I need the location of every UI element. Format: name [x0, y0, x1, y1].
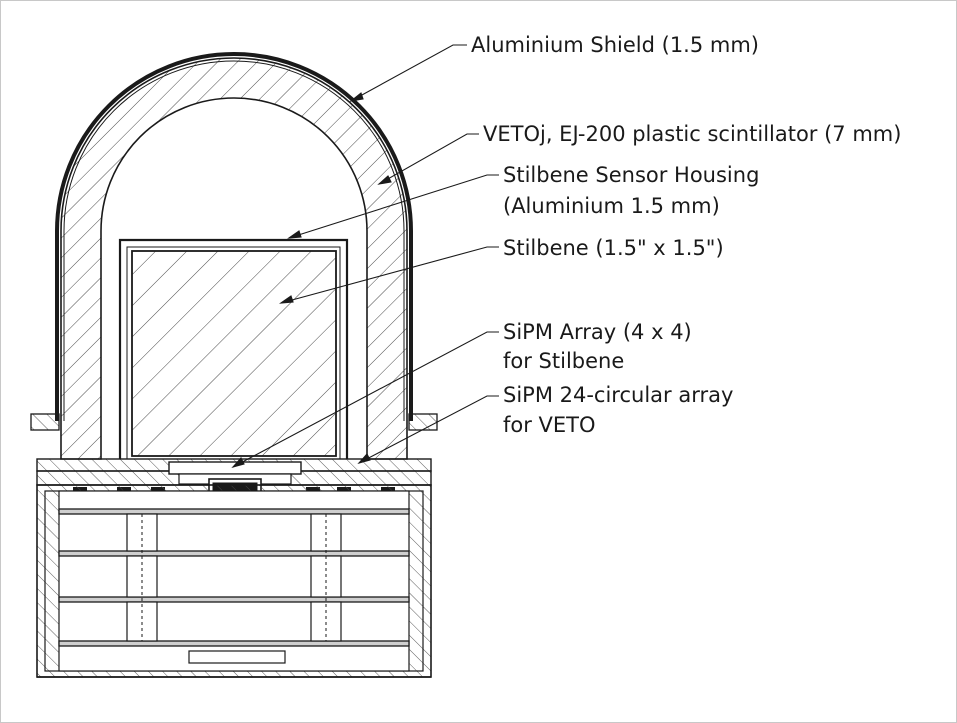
leader-lines: [231, 44, 499, 469]
label-sensor-housing-material: (Aluminium 1.5 mm): [503, 194, 720, 218]
sipm-array-board: [168, 461, 302, 475]
label-aluminium-shield: Aluminium Shield (1.5 mm): [471, 33, 759, 57]
bottom-slot: [188, 650, 286, 664]
label-sipm-array-purpose: for Stilbene: [503, 349, 625, 373]
sensor-housing: [118, 238, 349, 459]
label-stilbene: Stilbene (1.5" x 1.5"): [503, 236, 724, 260]
aluminium-shield: [55, 52, 413, 421]
label-veto-scintillator: VETOj, EJ-200 plastic scintillator (7 mm…: [483, 122, 902, 146]
label-sensor-housing: Stilbene Sensor Housing: [503, 163, 760, 187]
pcb-boards: [58, 508, 410, 647]
label-sipm-array: SiPM Array (4 x 4): [503, 320, 692, 344]
veto-scintillator: [60, 57, 408, 460]
label-sipm-circular: SiPM 24-circular array: [503, 383, 734, 407]
stilbene-crystal: [131, 250, 337, 457]
right-flange: [408, 413, 438, 431]
left-flange: [30, 413, 60, 431]
label-sipm-circular-purpose: for VETO: [503, 413, 596, 437]
